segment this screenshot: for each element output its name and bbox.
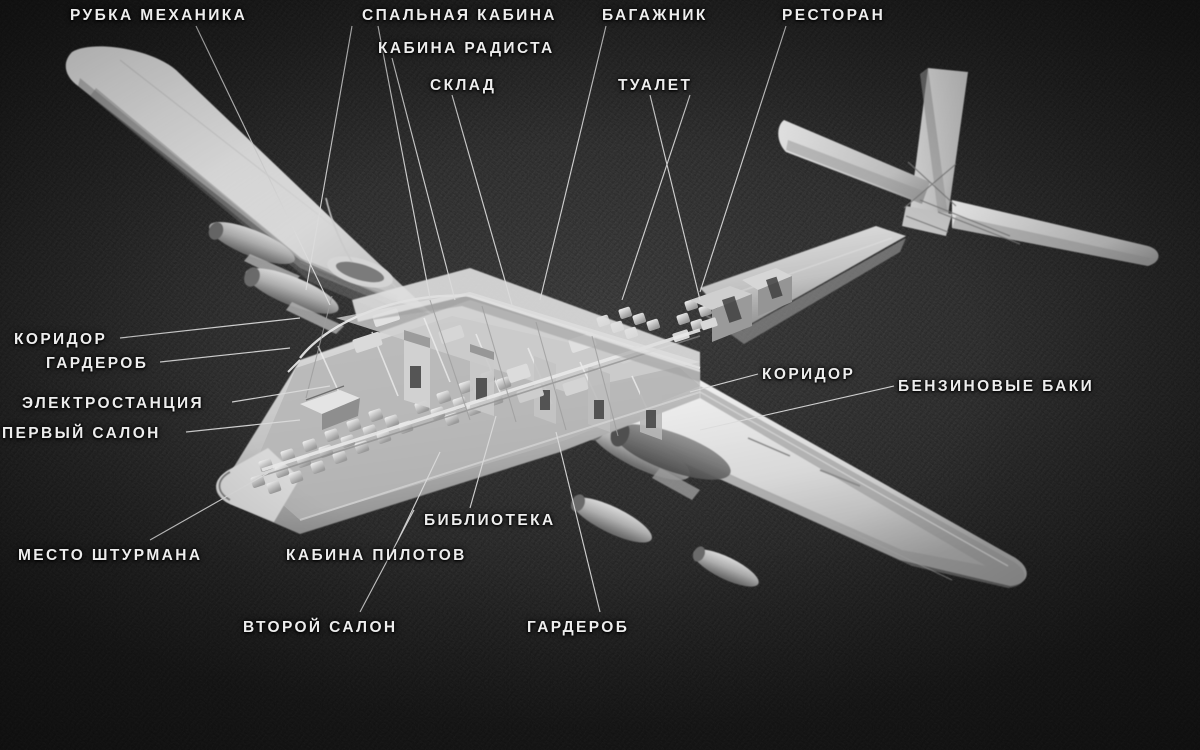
rear-compartments (672, 268, 792, 343)
leader-ruling-mechanic (195, 25, 331, 306)
rigging-wires (305, 295, 619, 437)
leader-library (469, 415, 497, 509)
leader-toilet (649, 94, 701, 301)
label-restaurant: РЕСТОРАН (782, 7, 886, 24)
label-library: БИБЛИОТЕКА (424, 512, 556, 529)
leader-corridor-right (689, 373, 759, 393)
label-navigator-seat: МЕСТО ШТУРМАНА (18, 547, 203, 564)
dorsal-engine (325, 197, 393, 288)
label-corridor-left: КОРИДОР (14, 331, 108, 348)
leader-luggage (539, 25, 607, 301)
label-fuel-tanks: БЕНЗИНОВЫЕ БАКИ (898, 378, 1095, 395)
leader-lines (119, 25, 895, 613)
leader-sleeping-cabin (377, 25, 431, 299)
label-luggage: БАГАЖНИК (602, 7, 708, 24)
label-wardrobe-bottom: ГАРДЕРОБ (527, 619, 630, 636)
leader-storage (451, 94, 513, 306)
fuselage-cutaway (215, 268, 792, 534)
nacelle-inboard (244, 267, 344, 334)
label-corridor-right: КОРИДОР (762, 366, 856, 383)
label-first-salon: ПЕРВЫЙ САЛОН (2, 425, 161, 442)
leader-wardrobe-bottom (555, 431, 601, 613)
leader-fuel-tanks (699, 385, 895, 431)
tail-assembly (778, 68, 1159, 266)
leader-wardrobe-left (159, 347, 291, 363)
label-powerplant: ЭЛЕКТРОСТАНЦИЯ (22, 395, 205, 412)
leader-toilet2 (621, 94, 691, 301)
label-pilots-cabin: КАБИНА ПИЛОТОВ (286, 547, 467, 564)
label-second-salon: ВТОРОЙ САЛОН (243, 619, 398, 636)
leader-pilots-cabin (397, 451, 441, 541)
label-ruling-mechanic: РУБКА МЕХАНИКА (70, 7, 248, 24)
leader-corridor-left (119, 317, 301, 339)
leader-first-salon (185, 419, 301, 433)
cockpit (300, 385, 360, 430)
label-storage: СКЛАД (430, 77, 497, 94)
label-toilet: ТУАЛЕТ (618, 77, 693, 94)
leader-second-salon (359, 509, 415, 613)
label-sleeping-cabin: СПАЛЬНАЯ КАБИНА (362, 7, 557, 24)
engine-nacelles (208, 197, 393, 334)
leader-restaurant (699, 25, 787, 293)
label-radio-cabin: КАБИНА РАДИСТА (378, 40, 555, 57)
leader-navigator (149, 472, 269, 541)
leader-sleeping-cabin2 (305, 25, 353, 291)
pod-outboard (692, 546, 759, 587)
leader-radio-cabin (391, 57, 456, 301)
label-wardrobe-left: ГАРДЕРОБ (46, 355, 149, 372)
wing-root (352, 268, 700, 382)
leader-powerplant (231, 385, 331, 403)
